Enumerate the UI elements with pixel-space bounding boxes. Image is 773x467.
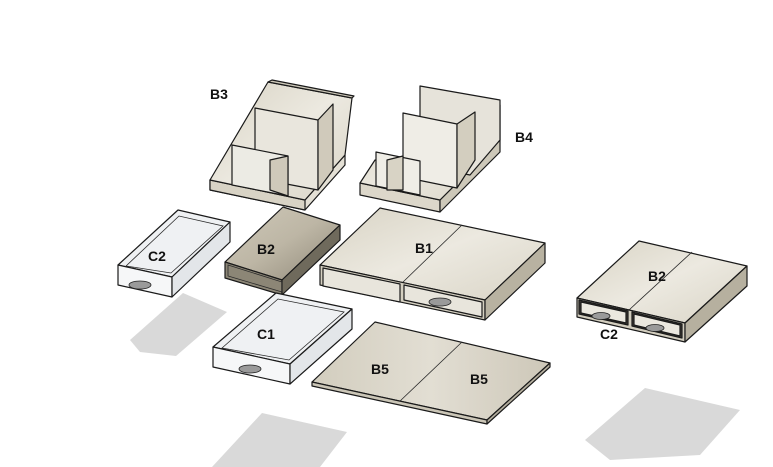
label-c2-left: C2: [148, 248, 166, 264]
label-b5-left: B5: [371, 361, 389, 377]
label-b2-right: B2: [648, 268, 666, 284]
label-b2-left: B2: [257, 241, 275, 257]
part-b4-organizer: [359, 85, 501, 213]
label-b4: B4: [515, 129, 533, 145]
shadow-right: [585, 388, 740, 460]
label-b1: B1: [415, 240, 433, 256]
label-b5-right: B5: [470, 371, 488, 387]
shadow-c2-left: [130, 293, 227, 356]
part-b2-right-assembly: [576, 240, 748, 343]
part-b5-lid: [311, 321, 551, 425]
part-b2-left-block: [224, 206, 341, 296]
part-c1-tray: [212, 292, 353, 385]
b1-drawer-handle: [428, 297, 452, 307]
c2-right-handle-1: [591, 312, 611, 320]
part-labels: B3 B4 C2 B2 B1 B2 C2 C1 B5 B5: [148, 86, 666, 387]
part-c2-left-tray: [117, 209, 231, 298]
part-b1-drawer-box: [319, 207, 546, 321]
part-b3-organizer: [209, 79, 355, 211]
c2-left-handle: [128, 280, 152, 290]
label-c1: C1: [257, 326, 275, 342]
ground-shadows: [130, 293, 740, 467]
label-b3: B3: [210, 86, 228, 102]
c1-handle: [238, 364, 262, 374]
label-c2-right: C2: [600, 326, 618, 342]
c2-right-handle-2: [645, 324, 665, 332]
shadow-c1: [212, 413, 347, 467]
